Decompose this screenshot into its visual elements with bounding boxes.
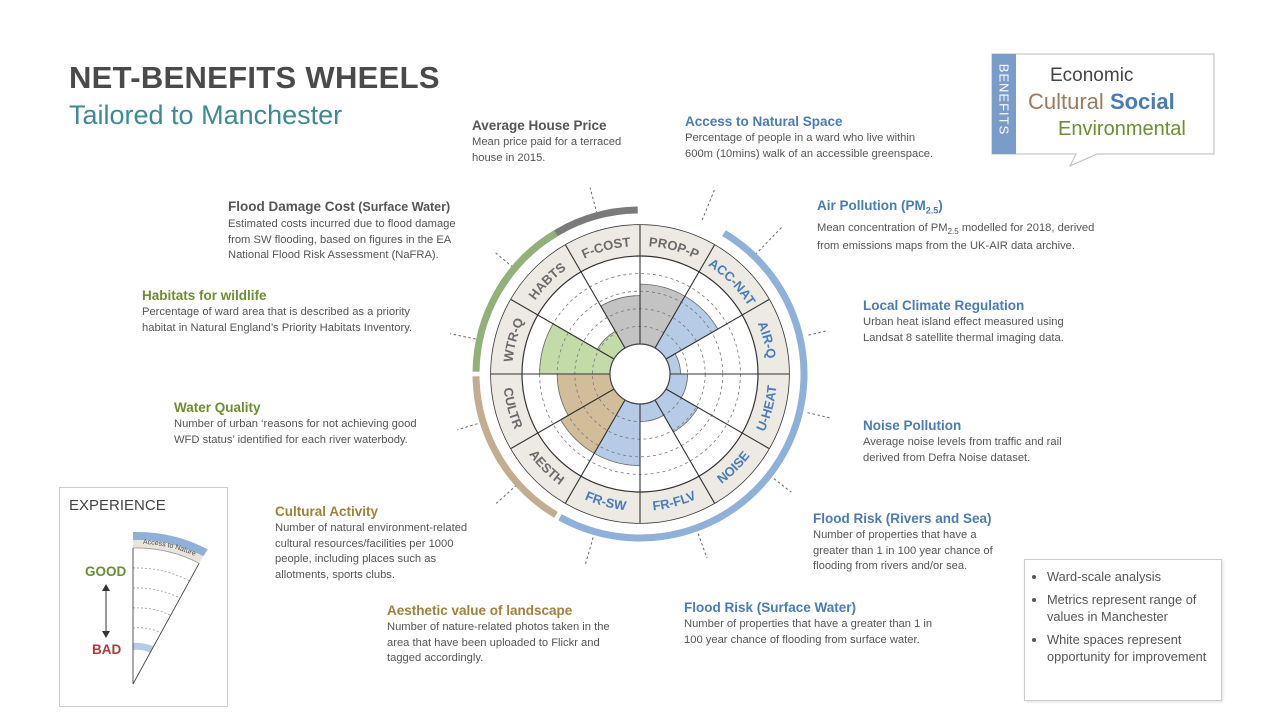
spoke-2 — [654, 244, 715, 349]
note-item: Ward-scale analysis — [1047, 568, 1213, 585]
experience-outer-band — [133, 531, 208, 557]
annotation-cultural: Cultural Activity Number of natural envi… — [275, 502, 475, 583]
legend-social: Social — [1109, 89, 1175, 114]
note-item: White spaces represent opportunity for i… — [1047, 631, 1213, 665]
wheel-hub — [609, 343, 671, 405]
annotation-noise: Noise Pollution Average noise levels fro… — [863, 416, 1083, 466]
page-title: NET-BENEFITS WHEELS — [69, 60, 440, 95]
annotation-desc: Urban heat island effect measured using … — [863, 316, 1064, 344]
leader-line-7 — [695, 528, 708, 559]
annotation-desc: Mean price paid for a terraced house in … — [472, 136, 622, 164]
annotation-water: Water Quality Number of urban ‘reasons f… — [174, 398, 434, 448]
leader-line-3 — [754, 226, 783, 255]
annotation-desc: Percentage of people in a ward who live … — [685, 132, 934, 160]
annotation-title: Cultural Activity — [275, 504, 379, 519]
legend-side-label: BENEFITS — [996, 63, 1012, 136]
annotation-desc: Average noise levels from traffic and ra… — [863, 436, 1062, 464]
annotation-desc: Estimated costs incurred due to flood da… — [228, 218, 456, 261]
annotation-title: Flood Damage Cost (Surface Water) — [228, 199, 451, 214]
experience-title: EXPERIENCE — [69, 497, 166, 514]
annotation-air-pollution: Air Pollution (PM2.5) Mean concentration… — [817, 196, 1112, 255]
spoke-3 — [665, 299, 770, 360]
annotation-title: Flood Risk (Surface Water) — [684, 600, 857, 615]
annotation-desc: Number of properties that have a greater… — [813, 529, 993, 572]
annotation-title: Noise Pollution — [863, 418, 962, 433]
legend-economic: Economic — [1050, 65, 1134, 86]
annotation-house-price: Average House Price Mean price paid for … — [472, 116, 632, 166]
spoke-8 — [565, 399, 626, 504]
page-subtitle: Tailored to Manchester — [69, 100, 343, 130]
annotation-climate: Local Climate Regulation Urban heat isla… — [863, 296, 1093, 346]
leader-line-6 — [773, 478, 792, 493]
annotation-title: Access to Natural Space — [685, 114, 843, 129]
note-item: Metrics represent range of values in Man… — [1047, 591, 1213, 625]
leader-line-2 — [701, 188, 716, 221]
annotation-title: Local Climate Regulation — [863, 298, 1025, 313]
benefits-legend: BENEFITS Economic Cultural Social Enviro… — [991, 53, 1215, 168]
annotation-title: Air Pollution (PM2.5) — [817, 198, 943, 216]
annotation-natural-space: Access to Natural Space Percentage of pe… — [685, 112, 940, 162]
annotation-desc: Number of nature-related photos taken in… — [387, 621, 610, 664]
annotation-title: Flood Risk (Rivers and Sea) — [813, 511, 992, 526]
group-arc-social — [558, 230, 808, 542]
spoke-6 — [654, 399, 715, 504]
leader-line-4 — [808, 330, 829, 336]
annotation-desc: Number of natural environment-related cu… — [275, 522, 468, 581]
leader-line-12 — [494, 251, 514, 268]
legend-cultural: Cultural — [1028, 89, 1104, 114]
annotation-title: Habitats for wildlife — [142, 288, 267, 303]
annotation-desc: Percentage of ward area that is describe… — [142, 306, 413, 334]
leader-line-11 — [450, 333, 476, 340]
spoke-11 — [510, 299, 615, 360]
leader-line-10 — [457, 423, 478, 431]
leader-line-1 — [589, 187, 598, 214]
annotation-title: Aesthetic value of landscape — [387, 603, 573, 618]
experience-good-label: GOOD — [85, 564, 127, 579]
spoke-5 — [665, 388, 770, 449]
legend-environmental: Environmental — [1058, 118, 1186, 140]
leader-line-9 — [494, 484, 517, 505]
annotation-habitats: Habitats for wildlife Percentage of ward… — [142, 286, 432, 336]
annotation-title: Average House Price — [472, 118, 607, 133]
spoke-9 — [510, 388, 615, 449]
experience-key: EXPERIENCE Access to Nature GOOD BAD — [59, 487, 228, 707]
group-arc-environmental — [472, 230, 558, 372]
annotation-flood-surface: Flood Risk (Surface Water) Number of pro… — [684, 598, 949, 648]
annotation-desc: Number of properties that have a greater… — [684, 618, 933, 646]
experience-bad-label: BAD — [92, 642, 122, 657]
annotation-desc: Mean concentration of PM2.5 modelled for… — [817, 221, 1095, 253]
notes-box: Ward-scale analysis Metrics represent ra… — [1024, 559, 1222, 701]
annotation-flood-rivers: Flood Risk (Rivers and Sea) Number of pr… — [813, 509, 1008, 575]
annotation-title: Water Quality — [174, 400, 261, 415]
annotation-desc: Number of urban ‘reasons for not achievi… — [174, 418, 417, 446]
spoke-12 — [565, 244, 626, 349]
group-arc-cultural — [472, 376, 558, 518]
leader-line-5 — [807, 412, 832, 419]
annotation-aesthetic: Aesthetic value of landscape Number of n… — [387, 601, 632, 667]
annotation-flood-cost: Flood Damage Cost (Surface Water) Estima… — [228, 197, 468, 264]
leader-line-8 — [584, 532, 596, 566]
